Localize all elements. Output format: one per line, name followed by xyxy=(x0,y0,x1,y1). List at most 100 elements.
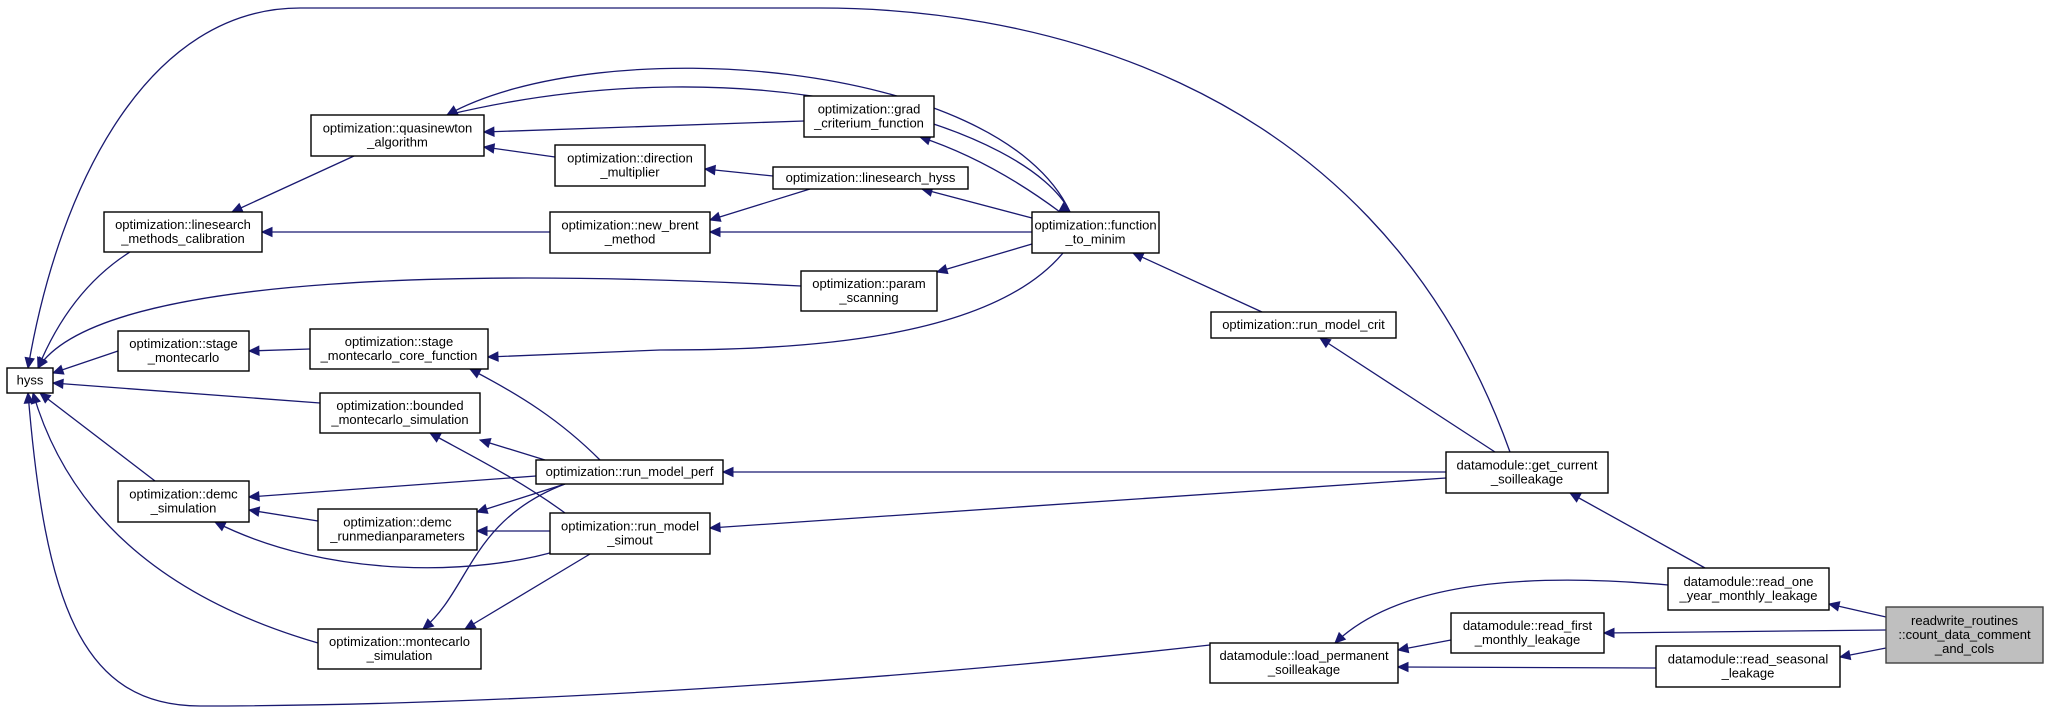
edge-bounded_montecarlo_simulation-to-hyss xyxy=(52,382,321,404)
node-label-bounded_montecarlo_simulation-line-1: _montecarlo_simulation xyxy=(330,412,468,427)
node-label-linesearch_methods_calibration-line-1: _methods_calibration xyxy=(120,231,245,246)
node-label-linesearch_hyss-line-0: optimization::linesearch_hyss xyxy=(786,170,956,185)
node-label-new_brent_method-line-1: _method xyxy=(604,232,656,247)
arrowhead-read_first_monthly_leakage-to-load_permanent_soilleakage xyxy=(1396,642,1410,654)
node-run_model_simout[interactable]: optimization::run_model_simout xyxy=(549,512,711,555)
edge-get_current_soilleakage-to-hyss xyxy=(27,7,1511,453)
node-bounded_montecarlo_simulation[interactable]: optimization::bounded_montecarlo_simulat… xyxy=(319,392,481,434)
node-box-run_model_simout xyxy=(549,512,711,555)
node-box-direction_multiplier xyxy=(554,144,706,187)
node-label-montecarlo_simulation-line-0: optimization::montecarlo xyxy=(329,634,470,649)
arrowhead-linesearch_hyss-to-direction_multiplier xyxy=(703,164,716,176)
arrowhead-run_model_simout-to-montecarlo_simulation xyxy=(463,619,477,630)
node-label-param_scanning-line-0: optimization::param xyxy=(812,276,925,291)
node-run_model_perf[interactable]: optimization::run_model_perf xyxy=(535,459,724,485)
node-label-count_data_comment_and_cols-line-2: _and_cols xyxy=(1934,641,1995,656)
arrowhead-function_to_minim-to-stage_montecarlo_core_function xyxy=(486,351,499,362)
node-label-montecarlo_simulation-line-1: _simulation xyxy=(366,648,433,663)
node-box-demc_simulation xyxy=(117,480,250,523)
node-box-grad_criterium_function xyxy=(803,95,935,138)
node-label-load_permanent_soilleakage-line-1: _soilleakage xyxy=(1267,662,1340,677)
node-montecarlo_simulation[interactable]: optimization::montecarlo_simulation xyxy=(317,628,482,670)
node-box-stage_montecarlo xyxy=(117,330,250,372)
edge-linesearch_methods_calibration-to-hyss xyxy=(37,251,131,369)
edge-param_scanning-to-hyss xyxy=(37,277,802,369)
node-stage_montecarlo_core_function[interactable]: optimization::stage_montecarlo_core_func… xyxy=(309,328,489,370)
arrowhead-quasinewton_algorithm-to-linesearch_methods_calibration xyxy=(230,202,244,213)
node-hyss[interactable]: hyss xyxy=(6,367,54,394)
arrowhead-montecarlo_simulation-to-hyss xyxy=(30,391,41,405)
node-run_model_crit[interactable]: optimization::run_model_crit xyxy=(1210,311,1397,339)
node-label-linesearch_methods_calibration-line-0: optimization::linesearch xyxy=(115,217,251,232)
node-box-demc_runmedianparameters xyxy=(317,508,478,551)
node-label-run_model_crit-line-0: optimization::run_model_crit xyxy=(1222,317,1385,332)
arrowhead-demc_runmedianparameters-to-demc_simulation xyxy=(247,506,261,517)
arrowhead-run_model_perf-to-montecarlo_simulation xyxy=(422,618,435,630)
node-get_current_soilleakage[interactable]: datamodule::get_current_soilleakage xyxy=(1445,451,1609,494)
arrowhead-direction_multiplier-to-quasinewton_algorithm xyxy=(482,143,496,154)
node-label-run_model_simout-line-0: optimization::run_model xyxy=(561,519,699,534)
arrowhead-grad_criterium_function-to-quasinewton_algorithm xyxy=(482,126,495,137)
node-box-get_current_soilleakage xyxy=(1445,451,1609,494)
node-box-function_to_minim xyxy=(1031,211,1160,254)
arrowhead-demc_simulation-to-hyss xyxy=(39,392,52,404)
node-label-count_data_comment_and_cols-line-0: readwrite_routines xyxy=(1911,613,2018,628)
node-box-hyss xyxy=(6,367,54,394)
node-quasinewton_algorithm[interactable]: optimization::quasinewton_algorithm xyxy=(310,114,485,157)
node-label-direction_multiplier-line-1: _multiplier xyxy=(599,165,660,180)
node-box-run_model_perf xyxy=(535,459,724,485)
node-box-read_one_year_monthly_leakage xyxy=(1667,567,1830,611)
node-box-linesearch_hyss xyxy=(772,166,969,190)
arrowhead-run_model_simout-to-bounded_montecarlo_simulation xyxy=(428,432,442,443)
arrowhead-run_model_simout-to-demc_runmedianparameters xyxy=(475,525,488,537)
node-label-run_model_simout-line-1: _simout xyxy=(606,533,653,548)
arrowhead-stage_montecarlo-to-hyss xyxy=(51,364,65,375)
nodes-layer: hyss optimization::linesearch_methods_cal… xyxy=(6,95,2044,688)
node-stage_montecarlo[interactable]: optimization::stage_montecarlo xyxy=(117,330,250,372)
node-new_brent_method[interactable]: optimization::new_brent_method xyxy=(549,211,711,254)
arrowhead-function_to_minim-to-param_scanning xyxy=(935,264,949,275)
node-param_scanning[interactable]: optimization::param_scanning xyxy=(800,270,938,312)
arrowhead-read_one_year_monthly_leakage-to-get_current_soilleakage xyxy=(1568,492,1582,503)
edge-read_one_year_monthly_leakage-to-load_permanent_soilleakage xyxy=(1334,579,1669,644)
node-label-stage_montecarlo-line-0: optimization::stage xyxy=(129,336,237,351)
arrowhead-bounded_montecarlo_simulation-to-hyss xyxy=(51,378,64,390)
arrowhead-load_permanent_soilleakage-to-hyss xyxy=(23,391,35,404)
node-read_first_monthly_leakage[interactable]: datamodule::read_first_monthly_leakage xyxy=(1450,612,1605,654)
node-label-read_one_year_monthly_leakage-line-0: datamodule::read_one xyxy=(1683,574,1813,589)
node-linesearch_hyss[interactable]: optimization::linesearch_hyss xyxy=(772,166,969,190)
edge-linesearch_hyss-to-direction_multiplier xyxy=(704,168,774,177)
node-demc_runmedianparameters[interactable]: optimization::demc_runmedianparameters xyxy=(317,508,478,551)
node-box-read_seasonal_leakage xyxy=(1655,645,1841,688)
node-count_data_comment_and_cols[interactable]: readwrite_routines::count_data_comment_a… xyxy=(1885,606,2044,664)
arrowhead-new_brent_method-to-linesearch_methods_calibration xyxy=(260,226,273,238)
arrowhead-count_data_comment_and_cols-to-read_one_year_monthly_leakage xyxy=(1827,601,1841,612)
arrowhead-count_data_comment_and_cols-to-read_first_monthly_leakage xyxy=(1602,627,1615,639)
node-load_permanent_soilleakage[interactable]: datamodule::load_permanent_soilleakage xyxy=(1209,642,1399,684)
node-label-direction_multiplier-line-0: optimization::direction xyxy=(567,151,693,166)
edge-function_to_minim-to-stage_montecarlo_core_function xyxy=(487,252,1064,358)
edge-function_to_minim-to-quasinewton_algorithm xyxy=(446,86,1071,213)
arrowhead-count_data_comment_and_cols-to-read_seasonal_leakage xyxy=(1838,649,1852,661)
node-function_to_minim[interactable]: optimization::function_to_minim xyxy=(1031,211,1160,254)
arrowhead-param_scanning-to-hyss xyxy=(37,356,49,370)
node-label-read_first_monthly_leakage-line-1: _monthly_leakage xyxy=(1474,632,1581,647)
node-label-get_current_soilleakage-line-0: datamodule::get_current xyxy=(1457,458,1598,473)
node-box-new_brent_method xyxy=(549,211,711,254)
node-read_one_year_monthly_leakage[interactable]: datamodule::read_one_year_monthly_leakag… xyxy=(1667,567,1830,611)
node-linesearch_methods_calibration[interactable]: optimization::linesearch_methods_calibra… xyxy=(103,211,263,253)
edge-stage_montecarlo-to-hyss xyxy=(52,350,119,374)
edge-run_model_perf-to-demc_simulation xyxy=(248,475,537,498)
edge-demc_runmedianparameters-to-demc_simulation xyxy=(248,509,319,522)
node-label-demc_simulation-line-1: _simulation xyxy=(150,501,217,516)
node-demc_simulation[interactable]: optimization::demc_simulation xyxy=(117,480,250,523)
node-grad_criterium_function[interactable]: optimization::grad_criterium_function xyxy=(803,95,935,138)
node-direction_multiplier[interactable]: optimization::direction_multiplier xyxy=(554,144,706,187)
arrowhead-run_model_crit-to-function_to_minim xyxy=(1131,252,1145,263)
node-box-linesearch_methods_calibration xyxy=(103,211,263,253)
arrowhead-linesearch_hyss-to-new_brent_method xyxy=(708,211,722,222)
node-box-stage_montecarlo_core_function xyxy=(309,328,489,370)
node-read_seasonal_leakage[interactable]: datamodule::read_seasonal_leakage xyxy=(1655,645,1841,688)
node-label-get_current_soilleakage-line-1: _soilleakage xyxy=(1490,472,1563,487)
edge-run_model_perf-to-demc_runmedianparameters xyxy=(476,483,566,513)
